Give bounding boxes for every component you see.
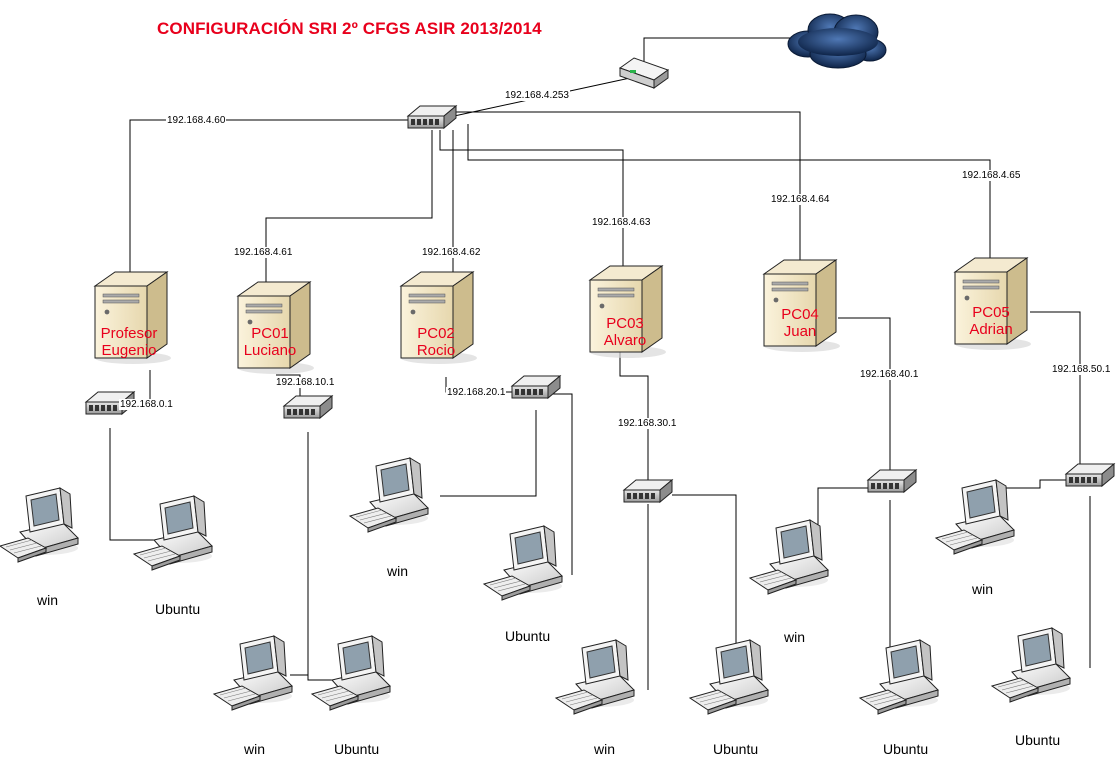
client-label: win xyxy=(972,581,994,597)
server-label-pc01: PC01 Luciano xyxy=(225,325,315,359)
client-label: win xyxy=(594,741,616,757)
diagram-title: CONFIGURACIÓN SRI 2º CFGS ASIR 2013/2014 xyxy=(157,19,542,38)
wan-ip-pc05: 192.168.4.65 xyxy=(961,170,1022,181)
link-switch-profesor xyxy=(129,119,416,286)
client-label: win xyxy=(387,563,409,579)
link-gateway-cloud xyxy=(643,37,790,70)
backbone-links xyxy=(129,37,991,299)
client-pc-icon xyxy=(935,479,1015,555)
lan-ip-pc05: 192.168.50.1 xyxy=(1051,364,1112,375)
switch-lan50-icon xyxy=(1065,463,1115,487)
client-pc-icon xyxy=(749,519,829,595)
server-user: Luciano xyxy=(243,342,297,359)
link-switch-pc03 xyxy=(439,130,624,270)
link-switch-pc05 xyxy=(467,124,991,264)
client-label: Ubuntu xyxy=(883,741,929,757)
client-label: Ubuntu xyxy=(1015,732,1061,748)
lan-ip-profesor: 192.168.0.1 xyxy=(119,399,174,410)
lan-ip-pc02: 192.168.20.1 xyxy=(446,387,507,398)
server-user: Rocio xyxy=(416,342,456,359)
client-pc-icon xyxy=(991,627,1071,703)
router-icon xyxy=(618,57,670,89)
client-pc-icon xyxy=(555,639,635,715)
server-label-pc02: PC02 Rocio xyxy=(391,325,481,359)
client-label: Ubuntu xyxy=(505,628,551,644)
server-name: Profesor xyxy=(100,325,158,342)
client-label: win xyxy=(244,741,266,757)
client-label: win xyxy=(37,592,59,608)
link-switch-pc01 xyxy=(265,130,433,299)
server-name: PC04 xyxy=(781,306,819,323)
client-label: Ubuntu xyxy=(713,741,759,757)
link-switch-pc04 xyxy=(445,111,801,266)
lan-ip-pc03: 192.168.30.1 xyxy=(617,418,678,429)
switch-lan40-icon xyxy=(867,469,917,493)
wan-ip-pc04: 192.168.4.64 xyxy=(770,194,831,205)
server-label-pc05: PC05 Adrian xyxy=(946,304,1036,338)
server-user: Eugenio xyxy=(101,342,157,359)
client-label: Ubuntu xyxy=(155,601,201,617)
lan-ip-pc01: 192.168.10.1 xyxy=(275,377,336,388)
lan-ip-pc04: 192.168.40.1 xyxy=(859,369,920,380)
client-pc-icon xyxy=(311,635,391,711)
server-label-profesor: Profesor Eugenio xyxy=(84,325,174,359)
server-user: Adrian xyxy=(969,321,1013,338)
client-label: Ubuntu xyxy=(334,741,380,757)
server-label-pc04: PC04 Juan xyxy=(755,306,845,340)
switch-lan30-icon xyxy=(623,479,673,503)
switch-lan10-icon xyxy=(283,395,333,419)
wan-ip-pc01: 192.168.4.61 xyxy=(233,247,294,258)
core-switch-icon xyxy=(407,105,457,129)
server-label-pc03: PC03 Alvaro xyxy=(580,315,670,349)
switch-lan20-icon xyxy=(511,375,561,399)
client-pc-icon xyxy=(0,487,79,563)
client-pc-icon xyxy=(859,639,939,715)
gateway-ip: 192.168.4.253 xyxy=(504,90,570,101)
client-pc-icon xyxy=(133,495,213,571)
wan-ip-profesor: 192.168.4.60 xyxy=(166,115,227,126)
server-name: PC01 xyxy=(251,325,289,342)
internet-cloud-icon xyxy=(787,13,887,69)
server-user: Juan xyxy=(783,323,817,340)
server-user: Alvaro xyxy=(603,332,647,349)
wan-ip-pc02: 192.168.4.62 xyxy=(421,247,482,258)
wan-ip-pc03: 192.168.4.63 xyxy=(591,217,652,228)
client-label: win xyxy=(784,629,806,645)
server-name: PC02 xyxy=(417,325,455,342)
server-name: PC03 xyxy=(606,315,644,332)
client-pc-icon xyxy=(349,457,429,533)
client-pc-icon xyxy=(689,639,769,715)
client-pc-icon xyxy=(213,635,293,711)
server-name: PC05 xyxy=(972,304,1010,321)
client-pc-icon xyxy=(483,525,563,601)
